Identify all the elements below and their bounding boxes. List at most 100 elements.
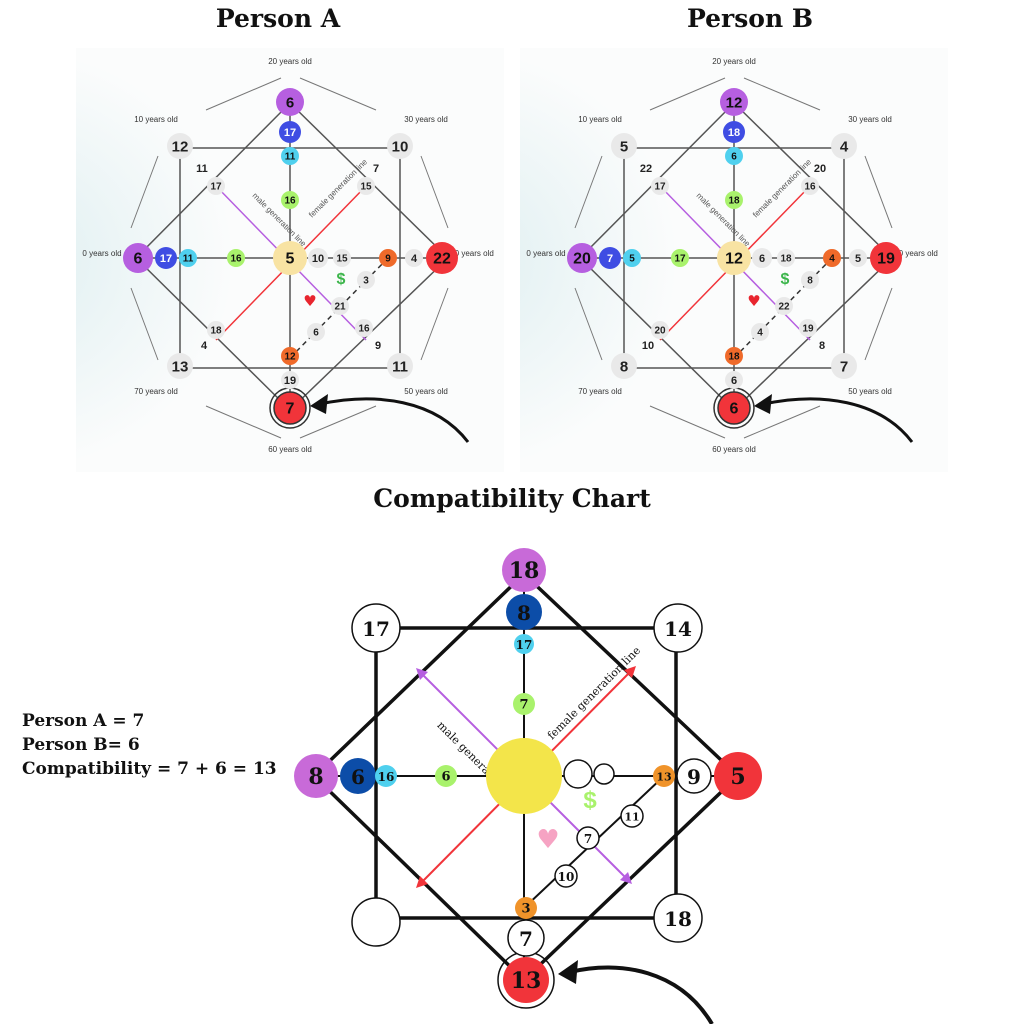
node-top-inner1: 18 bbox=[728, 127, 740, 139]
node-bottom-inner2: 6 bbox=[731, 375, 737, 387]
node-top-inner3: 18 bbox=[728, 196, 740, 207]
formula-line-person-a: Person A = 7 bbox=[22, 711, 145, 731]
compat-node-center-r1 bbox=[563, 759, 593, 789]
node-left-inner3: 17 bbox=[674, 254, 686, 265]
node-diag2: 22 bbox=[778, 302, 790, 313]
node-bl-inner2: 20 bbox=[654, 326, 666, 337]
node-diag3: 6 bbox=[313, 328, 319, 339]
age-ticks bbox=[574, 77, 893, 439]
age-label-bottom-right: 50 years old bbox=[848, 387, 892, 396]
compat-node-bottom-inner1: 7 bbox=[519, 927, 533, 951]
age-label-right: 40 years old bbox=[894, 249, 938, 258]
node-br-inner: 9 bbox=[375, 340, 381, 352]
compat-node-top-inner2: 17 bbox=[516, 638, 533, 652]
node-right-inner2: 4 bbox=[411, 253, 418, 265]
node-tl-inner2: 17 bbox=[210, 182, 222, 193]
node-center: 5 bbox=[286, 251, 295, 268]
dollar-icon: $ bbox=[337, 271, 346, 288]
node-center-r2: 18 bbox=[780, 254, 792, 265]
age-label-right: 40 years old bbox=[450, 249, 494, 258]
compat-arrow-curve bbox=[569, 965, 714, 1024]
compat-node-right-inner1: 9 bbox=[687, 765, 701, 789]
node-bottom: 7 bbox=[286, 401, 295, 418]
node-left-inner2: 5 bbox=[629, 254, 635, 265]
node-right-inner1: 9 bbox=[385, 254, 391, 265]
node-right: 19 bbox=[877, 251, 895, 268]
compat-node-top: 18 bbox=[509, 558, 540, 584]
male-line-label: male generation line bbox=[695, 191, 753, 249]
node-tl-inner: 11 bbox=[196, 163, 208, 175]
arrow-head bbox=[754, 394, 772, 414]
node-tl-inner: 22 bbox=[640, 163, 652, 175]
arrow-head bbox=[310, 394, 328, 414]
node-bl-inner: 4 bbox=[201, 340, 208, 352]
node-center: 12 bbox=[725, 251, 743, 268]
compat-node-top-inner3: 7 bbox=[519, 698, 528, 713]
compat-female-line-label: female generation line bbox=[545, 644, 643, 742]
age-label-bottom: 60 years old bbox=[712, 445, 756, 454]
compat-node-tl: 17 bbox=[362, 617, 390, 641]
node-top-inner1: 17 bbox=[284, 127, 296, 139]
compat-node-left-inner2: 16 bbox=[378, 770, 395, 784]
age-label-top-left: 10 years old bbox=[578, 115, 622, 124]
node-bl-inner2: 18 bbox=[210, 326, 222, 337]
node-bottom-inner1: 18 bbox=[728, 352, 740, 363]
formula-line-compatibility: Compatibility = 7 + 6 = 13 bbox=[22, 759, 277, 779]
node-tr-inner2: 16 bbox=[804, 182, 816, 193]
node-tr-inner2: 15 bbox=[360, 182, 372, 193]
person-b-title: Person B bbox=[687, 4, 813, 33]
node-top: 12 bbox=[726, 95, 743, 112]
heart-icon: ♥ bbox=[303, 292, 316, 310]
node-left-inner1: 7 bbox=[607, 253, 613, 265]
node-tr-inner: 20 bbox=[814, 163, 826, 175]
node-top-inner2: 11 bbox=[285, 152, 296, 163]
age-label-bottom: 60 years old bbox=[268, 445, 312, 454]
compat-node-left-inner1: 6 bbox=[351, 765, 365, 789]
compat-heart-icon: ♥ bbox=[536, 825, 559, 855]
node-right: 22 bbox=[433, 251, 451, 268]
compat-node-diag3: 10 bbox=[558, 870, 575, 884]
person-b-matrix: 20 years old 40 years old 60 years old 0… bbox=[526, 57, 938, 454]
node-center-r1: 10 bbox=[312, 253, 324, 265]
age-ticks bbox=[130, 77, 449, 439]
node-left-inner2: 11 bbox=[183, 254, 194, 265]
node-center-r1: 6 bbox=[759, 253, 765, 265]
age-label-top: 20 years old bbox=[712, 57, 756, 66]
node-tr-inner: 7 bbox=[373, 163, 379, 175]
compatibility-chart-title: Compatibility Chart bbox=[373, 484, 651, 513]
arrow-curve bbox=[319, 397, 470, 443]
node-tl: 12 bbox=[172, 139, 189, 156]
compat-node-right-inner2: 13 bbox=[656, 771, 671, 784]
compat-node-diag2: 7 bbox=[584, 832, 592, 846]
age-label-top-left: 10 years old bbox=[134, 115, 178, 124]
compat-node-tr: 14 bbox=[664, 617, 692, 641]
node-diag3: 4 bbox=[757, 328, 763, 339]
node-center-r2: 15 bbox=[336, 254, 348, 265]
compat-node-right: 5 bbox=[730, 764, 745, 790]
node-bottom: 6 bbox=[730, 401, 739, 418]
node-tl: 5 bbox=[620, 139, 628, 156]
compat-node-top-inner1: 8 bbox=[517, 601, 531, 625]
compatibility-matrix: male generation line female generation l… bbox=[294, 548, 762, 1024]
compat-node-br: 18 bbox=[664, 907, 692, 931]
node-left: 6 bbox=[134, 251, 143, 268]
age-label-top: 20 years old bbox=[268, 57, 312, 66]
dollar-icon: $ bbox=[781, 271, 790, 288]
node-tr: 4 bbox=[840, 139, 849, 156]
node-left-inner3: 16 bbox=[230, 254, 242, 265]
compatibility-formula: Person A = 7 Person B= 6 Compatibility =… bbox=[22, 709, 277, 781]
person-a-title: Person A bbox=[215, 4, 341, 33]
node-br: 11 bbox=[392, 359, 408, 376]
node-bottom-inner2: 19 bbox=[284, 375, 296, 387]
node-bl: 8 bbox=[620, 359, 628, 376]
compat-node-center-r2 bbox=[593, 763, 615, 785]
node-right-inner2: 5 bbox=[855, 253, 861, 265]
node-br-inner2: 19 bbox=[802, 324, 814, 335]
node-diag1: 3 bbox=[363, 276, 369, 287]
node-right-inner1: 4 bbox=[829, 254, 835, 265]
node-br-inner2: 16 bbox=[358, 324, 370, 335]
node-diag2: 21 bbox=[334, 302, 346, 313]
person-b-matrix-panel: 20 years old 40 years old 60 years old 0… bbox=[520, 48, 948, 472]
node-top-inner2: 6 bbox=[731, 152, 737, 163]
person-a-matrix-panel: 20 years old 40 years old 60 years old 0… bbox=[76, 48, 504, 472]
